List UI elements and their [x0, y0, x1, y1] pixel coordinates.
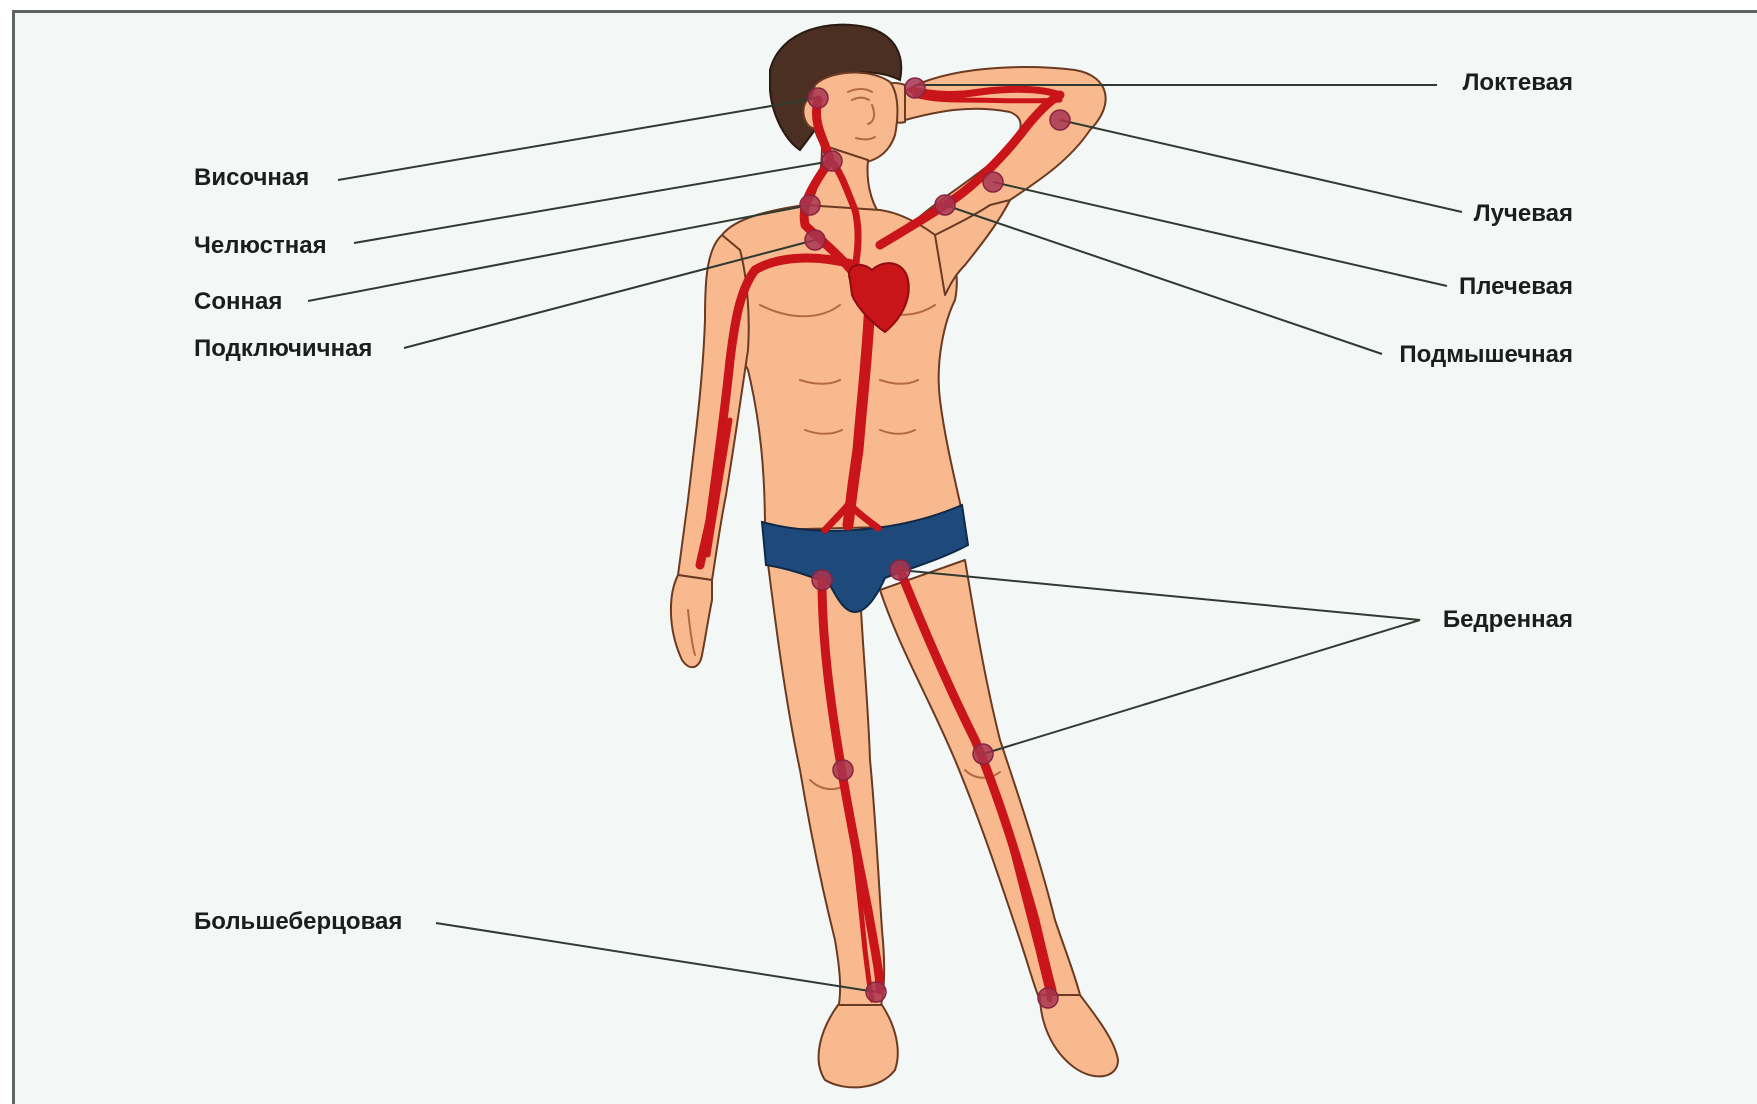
label-femoral: Бедренная — [1443, 606, 1573, 633]
leader-femoral-lower — [983, 620, 1420, 754]
foot-left — [819, 1005, 898, 1087]
pulse-point-ulnar[interactable] — [905, 78, 925, 98]
leader-axillary — [945, 205, 1382, 354]
label-carotid: Сонная — [194, 288, 282, 315]
pulse-point-carotid[interactable] — [800, 195, 820, 215]
hanging-hand — [671, 575, 712, 667]
pulse-point-femoral-thigh[interactable] — [973, 744, 993, 764]
pulse-point-temporal[interactable] — [808, 88, 828, 108]
leader-femoral-upper — [900, 570, 1420, 620]
pulse-point-radial[interactable] — [1050, 110, 1070, 130]
pulse-point-subclavian[interactable] — [805, 230, 825, 250]
label-brachial: Плечевая — [1459, 273, 1573, 300]
leader-brachial — [993, 182, 1447, 286]
label-maxillary: Челюстная — [194, 232, 327, 259]
leader-tibial — [436, 923, 876, 992]
pulse-point-femoral-left[interactable] — [812, 570, 832, 590]
label-temporal: Височная — [194, 164, 309, 191]
pulse-point-axillary[interactable] — [935, 195, 955, 215]
pulse-point-dorsalis[interactable] — [1038, 988, 1058, 1008]
leader-radial — [1060, 120, 1462, 212]
leg-right — [880, 560, 1080, 1000]
label-axillary: Подмышечная — [1399, 341, 1573, 368]
pulse-point-femoral-right[interactable] — [890, 560, 910, 580]
label-tibial: Большеберцовая — [194, 908, 402, 935]
label-radial: Лучевая — [1474, 200, 1573, 227]
leader-temporal — [338, 98, 818, 180]
pulse-point-popliteal[interactable] — [833, 760, 853, 780]
label-subclavian: Подключичная — [194, 335, 372, 362]
pulse-point-tibial[interactable] — [866, 982, 886, 1002]
pulse-point-maxillary[interactable] — [822, 151, 842, 171]
human-figure — [671, 25, 1118, 1088]
label-ulnar: Локтевая — [1463, 69, 1573, 96]
pulse-point-brachial[interactable] — [983, 172, 1003, 192]
